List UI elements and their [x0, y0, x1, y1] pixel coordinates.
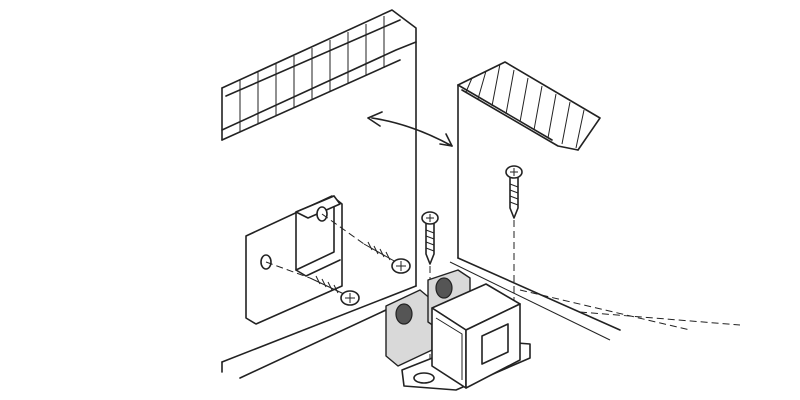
door-panel: [221, 9, 417, 379]
roller-lower: [385, 289, 433, 367]
swing-arrow: [367, 111, 453, 147]
housing-window: [481, 323, 509, 365]
door-panel-edge-grain: [239, 16, 385, 132]
cabinet-side-panel: [449, 61, 741, 341]
side-panel-edge-grain: [465, 63, 585, 149]
roller-catch-body: [385, 269, 531, 391]
screw-plate-lower: [265, 261, 360, 306]
base-slot: [413, 372, 435, 384]
screw-catch-rear: [505, 165, 523, 312]
screw-plate-upper: [321, 213, 411, 274]
catch-strike-plate: [245, 195, 343, 325]
